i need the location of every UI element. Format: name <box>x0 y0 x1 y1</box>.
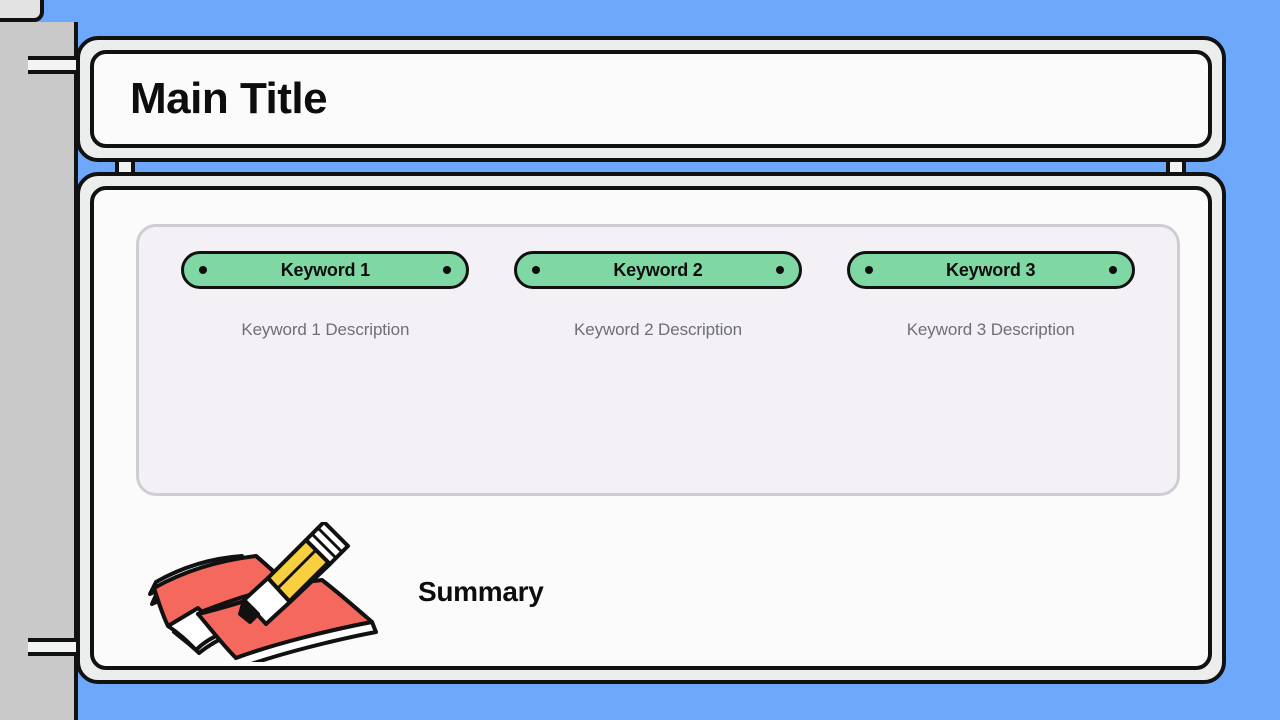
keyword-column-3: Keyword 3 Keyword 3 Description <box>824 251 1157 340</box>
keyword-pill-1[interactable]: Keyword 1 <box>181 251 470 289</box>
title-card-inner: Main Title <box>90 50 1212 148</box>
page-title: Main Title <box>130 74 328 123</box>
keyword-pill-3[interactable]: Keyword 3 <box>846 251 1135 289</box>
bullet-dot-icon <box>532 266 540 274</box>
keyword-label-2: Keyword 2 <box>613 259 703 280</box>
summary-row: Summary <box>136 512 1180 672</box>
bullet-dot-icon <box>864 266 873 274</box>
summary-label: Summary <box>418 576 544 607</box>
keyword-panel: Keyword 1 Keyword 1 Description Keyword … <box>136 224 1180 496</box>
keyword-description-2: Keyword 2 Description <box>574 320 742 339</box>
keyword-column-2: Keyword 2 Keyword 2 Description <box>492 251 825 340</box>
keyword-description-1: Keyword 1 Description <box>241 320 410 339</box>
title-card: Main Title <box>76 36 1226 162</box>
bullet-dot-icon <box>776 266 784 274</box>
keyword-description-3: Keyword 3 Description <box>906 320 1075 339</box>
notebook-pencil-icon <box>144 522 384 662</box>
content-card-inner: Keyword 1 Keyword 1 Description Keyword … <box>90 186 1212 670</box>
keyword-pill-2[interactable]: Keyword 2 <box>514 251 802 289</box>
keyword-column-1: Keyword 1 Keyword 1 Description <box>159 251 492 340</box>
bullet-dot-icon <box>199 266 208 274</box>
left-gray-column <box>0 22 78 720</box>
keyword-label-3: Keyword 3 <box>946 259 1036 280</box>
bullet-dot-icon <box>1108 266 1117 274</box>
top-left-corner-chip <box>0 0 44 22</box>
keyword-label-1: Keyword 1 <box>280 259 370 280</box>
content-card: Keyword 1 Keyword 1 Description Keyword … <box>76 172 1226 684</box>
bullet-dot-icon <box>443 266 452 274</box>
